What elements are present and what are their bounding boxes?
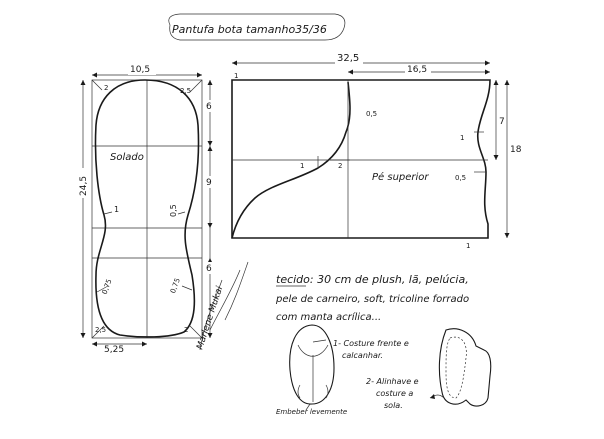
fabric-notes: tecido: 30 cm de plush, lã, pelúcia, pel…	[275, 273, 469, 323]
fabric-line2: pele de carneiro, soft, tricoline forrad…	[275, 294, 469, 305]
sole-corner-tl: 2	[104, 84, 108, 92]
upper-mark-bottom-right: 1	[466, 242, 470, 250]
page-title: Pantufa bota tamanho35/36	[172, 23, 327, 36]
upper-width-total: 32,5	[337, 53, 359, 64]
upper-mark-center: 2	[338, 162, 342, 170]
sole-width-bottom: 5,25	[104, 345, 124, 355]
step1-ease-note: Embeber levemente	[276, 408, 347, 416]
assembly-step-2: 2- Alinhave e costure a sola.	[366, 328, 492, 410]
sole-seg2: 9	[206, 178, 212, 188]
fabric-line3: com manta acrílica...	[276, 311, 381, 323]
sole-height: 24,5	[79, 176, 89, 196]
upper-mark-right-top: 1	[460, 134, 464, 142]
sole-corner-br: 2	[184, 326, 188, 334]
upper-mark-right-mid: 0,5	[455, 174, 466, 182]
sole-corner-bl: 2,5	[95, 326, 106, 334]
sole-mark-left-mid: 1	[114, 205, 119, 214]
sole-seg1: 6	[206, 102, 212, 112]
upper-width-right: 16,5	[407, 65, 427, 75]
step2-line1: 2- Alinhave e	[366, 377, 419, 386]
step2-boot-drawing	[438, 328, 492, 407]
step1-line1: 1- Costure frente e	[333, 339, 409, 348]
assembly-step-1: 1- Costure frente e calcanhar. Embeber l…	[276, 324, 409, 416]
fabric-line1: tecido: 30 cm de plush, lã, pelúcia,	[276, 273, 469, 286]
upper-mark-corner-tl: 1	[234, 72, 238, 80]
sole-corner-tr: 2,5	[180, 87, 191, 95]
step1-slipper-drawing	[289, 324, 335, 405]
step2-line3: sola.	[384, 401, 403, 410]
upper-mark-left: 1	[300, 162, 304, 170]
sole-mark-right-mid: 0,5	[169, 204, 178, 217]
sole-mark-right-low: 0,75	[169, 277, 182, 294]
sole-mark-left-low: 0,75	[101, 278, 114, 295]
signature-group: Marlene Mukai	[195, 261, 249, 351]
upper-pattern: 32,5 16,5 7 18 Pé superior 0,5 2 1 0,5 1…	[231, 52, 522, 250]
sole-outline	[94, 79, 200, 338]
sole-seg3: 6	[206, 264, 212, 274]
upper-label: Pé superior	[372, 171, 429, 183]
step1-line2: calcanhar.	[342, 351, 383, 360]
upper-mark-curve: 0,5	[366, 110, 377, 118]
sole-pattern: 10,5 5,25 24,5 6 9 6 Solado 2 2,5 2,5 2 …	[76, 63, 217, 355]
sole-label: Solado	[110, 152, 144, 163]
step2-line2: costure a	[376, 389, 413, 398]
upper-inner-curve	[231, 81, 351, 239]
upper-outline	[231, 79, 491, 239]
sole-width-top: 10,5	[130, 65, 150, 75]
title-group: Pantufa bota tamanho35/36	[168, 13, 346, 41]
upper-h-right-top: 7	[499, 117, 505, 127]
upper-h-right-total: 18	[510, 145, 522, 155]
